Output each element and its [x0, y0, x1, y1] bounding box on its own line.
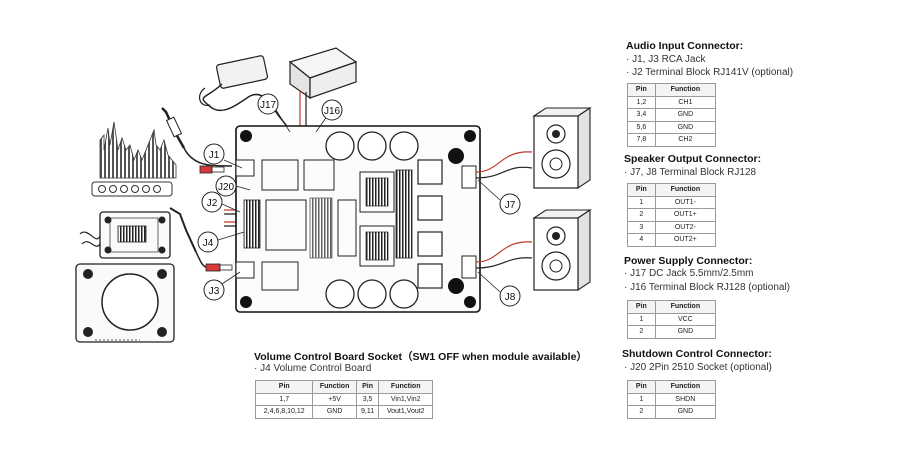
col-header-function: Function — [654, 83, 717, 97]
label-j2: J2 — [207, 198, 218, 209]
power-supply-line-1: · J17 DC Jack 5.5mm/2.5mm — [624, 268, 754, 279]
audio-input-line-2: · J2 Terminal Block RJ141V (optional) — [626, 67, 794, 78]
speaker-output-line-1: · J7, J8 Terminal Block RJ128 — [624, 167, 757, 178]
amplifier-board — [235, 125, 481, 313]
speaker-top — [532, 106, 592, 190]
callout-j17: J17 — [257, 93, 291, 133]
callout-j2: J2 — [201, 191, 241, 213]
col-header-pin: Pin — [627, 300, 656, 314]
volume-control-board — [79, 211, 171, 259]
col-header-pin: Pin — [627, 183, 656, 197]
shutdown-line-1: · J20 2Pin 2510 Socket (optional) — [624, 362, 772, 373]
callout-j1: J1 — [203, 143, 243, 169]
label-j7: J7 — [505, 200, 516, 211]
callout-j3: J3 — [203, 271, 241, 301]
audio-jack-plug — [161, 107, 233, 167]
speaker-cables — [475, 151, 533, 269]
col-header-pin: Pin — [627, 380, 656, 394]
col-header-function: Function — [378, 380, 433, 394]
col-header-function: Function — [312, 380, 357, 394]
speaker-output-title: Speaker Output Connector: — [624, 153, 762, 165]
callout-j16: J16 — [315, 99, 343, 133]
callout-j4: J4 — [197, 231, 245, 253]
callout-j20: J20 — [215, 175, 251, 197]
speaker-bottom — [532, 208, 592, 292]
label-j17: J17 — [260, 100, 277, 111]
switching-power-supply — [288, 47, 358, 128]
power-supply-title: Power Supply Connector: — [624, 255, 753, 267]
callout-j7: J7 — [477, 179, 521, 215]
rca-plug-top — [199, 165, 225, 174]
power-supply-line-2: · J16 Terminal Block RJ128 (optional) — [624, 282, 791, 293]
shutdown-title: Shutdown Control Connector: — [622, 348, 772, 360]
col-header-function: Function — [654, 380, 717, 394]
volume-line-1: · J4 Volume Control Board — [254, 363, 372, 374]
audio-input-title: Audio Input Connector: — [626, 40, 744, 52]
label-j8: J8 — [505, 292, 516, 303]
label-j1: J1 — [209, 150, 220, 161]
label-j16: J16 — [324, 106, 341, 117]
col-header-function: Function — [654, 183, 717, 197]
label-j4: J4 — [203, 238, 214, 249]
wiring-diagram: J17 J16 J1 J20 J2 J4 J3 J7 J8 — [75, 47, 592, 343]
col-header-pin: Pin — [627, 83, 656, 97]
col-header-pin: Pin — [355, 380, 380, 394]
col-header-pin: Pin — [254, 380, 314, 394]
label-j20: J20 — [218, 182, 235, 193]
audio-spectrum-display — [91, 121, 177, 197]
col-header-function: Function — [654, 300, 717, 314]
rotary-encoder-board — [75, 263, 175, 343]
volume-title: Volume Control Board Socket（SW1 OFF when… — [254, 351, 587, 363]
audio-input-line-1: · J1, J3 RCA Jack — [626, 54, 706, 65]
power-adapter — [198, 55, 291, 131]
callout-j8: J8 — [477, 271, 521, 307]
label-j3: J3 — [209, 286, 220, 297]
rca-plug-bottom — [205, 263, 233, 272]
